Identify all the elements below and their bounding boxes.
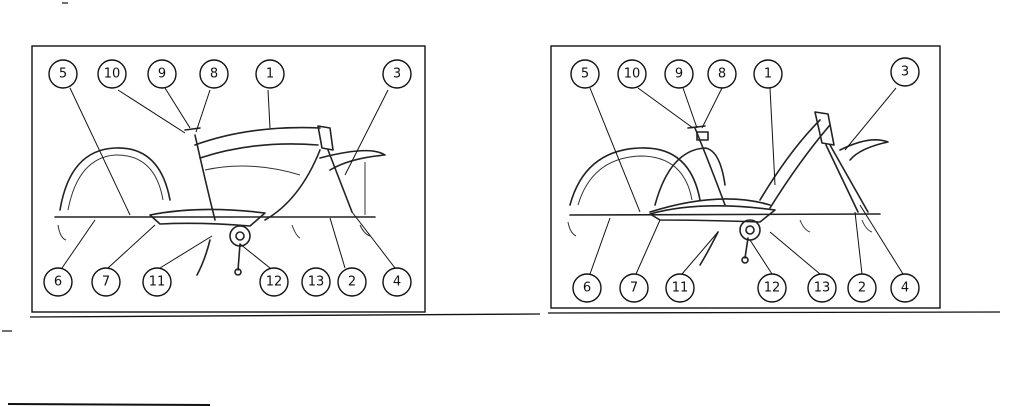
left-callout-13: 13 [301,267,331,297]
left-callout-3: 3 [382,59,412,89]
right-callout-8: 8 [707,59,737,89]
callout-label: 3 [901,65,909,80]
callout-label: 1 [266,67,274,82]
callout-label: 12 [266,275,283,290]
page-baseline-left [29,313,541,318]
right-callout-11: 11 [665,273,695,303]
right-callout-4: 4 [890,273,920,303]
callout-label: 1 [764,67,772,82]
right-callout-1: 1 [753,59,783,89]
left-callout-2: 2 [337,267,367,297]
left-diagram-frame [31,45,426,313]
page-rule-bottom [7,403,211,406]
right-bicycle-diagram: 5 10 9 8 1 3 6 7 11 12 13 [550,45,941,309]
callout-label: 12 [764,281,781,296]
left-leader-lines [61,87,396,269]
callout-label: 7 [630,281,638,296]
callout-label: 5 [59,67,67,82]
callout-label: 4 [393,275,401,290]
callout-label: 8 [718,67,726,82]
left-callout-11: 11 [142,267,172,297]
right-callout-5: 5 [570,59,600,89]
right-callout-9: 9 [664,59,694,89]
right-callout-2: 2 [847,273,877,303]
left-callout-9: 9 [147,59,177,89]
right-bicycle-drawing [567,111,889,266]
left-callout-8: 8 [199,59,229,89]
callout-label: 7 [102,275,110,290]
callout-label: 6 [54,275,62,290]
right-callout-7: 7 [619,273,649,303]
callout-label: 6 [583,281,591,296]
left-callout-6: 6 [43,267,73,297]
callout-label: 2 [348,275,356,290]
callout-label: 5 [581,67,589,82]
left-callout-10: 10 [97,59,127,89]
left-bicycle-diagram: 5 10 9 8 1 3 6 7 11 12 13 [31,45,426,313]
right-callout-3: 3 [890,57,920,87]
left-callout-5: 5 [48,59,78,89]
left-callout-12: 12 [259,267,289,297]
right-callout-6: 6 [572,273,602,303]
right-callout-10: 10 [617,59,647,89]
callout-label: 10 [104,67,121,82]
callout-label: 9 [675,67,683,82]
callout-label: 9 [158,67,166,82]
callout-label: 13 [308,275,325,290]
callout-label: 4 [901,281,909,296]
callout-label: 13 [814,281,831,296]
callout-label: 11 [672,281,689,296]
left-bicycle-drawing [54,125,386,276]
right-leader-lines [589,87,904,275]
left-callout-7: 7 [91,267,121,297]
callout-label: 11 [149,275,166,290]
left-callout-4: 4 [382,267,412,297]
callout-label: 10 [624,67,641,82]
right-callout-12: 12 [757,273,787,303]
callout-label: 2 [858,281,866,296]
left-callout-1: 1 [255,59,285,89]
right-diagram-frame [550,45,941,309]
page-baseline-right [547,311,1001,314]
callout-label: 3 [393,67,401,82]
right-callout-13: 13 [807,273,837,303]
callout-label: 8 [210,67,218,82]
